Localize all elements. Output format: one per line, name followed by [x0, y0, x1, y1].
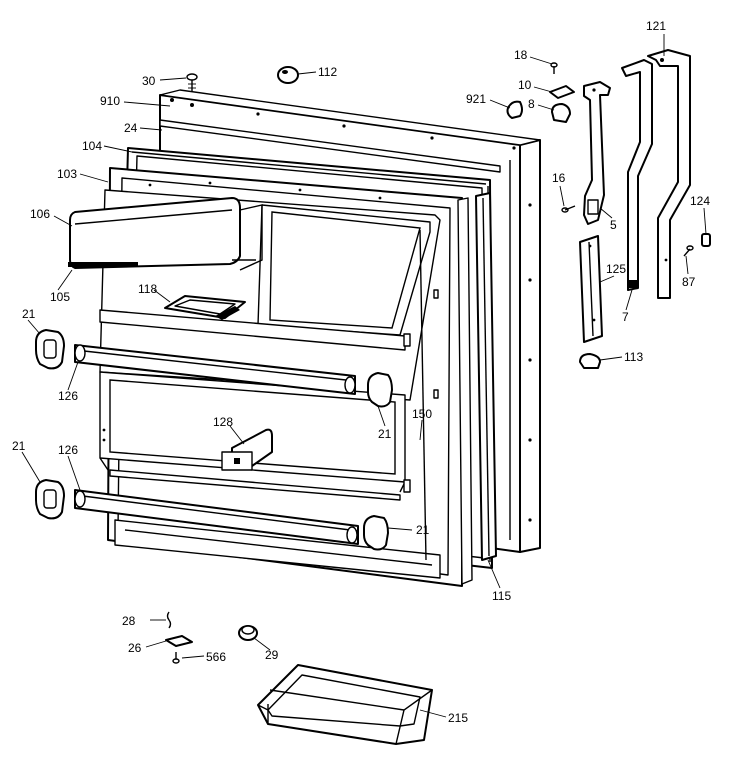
screw-30 — [186, 73, 198, 92]
callout-21-lower-left: 21 — [12, 439, 26, 453]
plug-cap-112 — [277, 66, 299, 84]
dairy-door — [68, 197, 263, 271]
butter-tray — [164, 295, 246, 320]
callout-21-upper-right: 21 — [378, 427, 392, 441]
callout-112: 112 — [318, 65, 337, 79]
callout-910: 910 — [100, 94, 120, 108]
lower-shelf-bar — [74, 489, 359, 545]
callout-106: 106 — [30, 207, 50, 221]
hinge-bracket-5 — [583, 81, 611, 225]
callout-126-lower: 126 — [58, 443, 78, 457]
callout-121: 121 — [646, 19, 666, 33]
bushing-8 — [551, 103, 571, 123]
callout-5: 5 — [610, 218, 617, 232]
callout-128: 128 — [213, 415, 233, 429]
shelf-end-cap-left-upper — [35, 329, 65, 370]
callout-115: 115 — [492, 589, 511, 603]
callout-104: 104 — [82, 139, 102, 153]
screw-18 — [550, 62, 558, 74]
shelf-end-cap-right-lower — [363, 515, 389, 551]
door-side-strip — [457, 192, 497, 585]
callout-921: 921 — [466, 92, 486, 106]
door-bin-215 — [257, 664, 433, 745]
callout-29: 29 — [265, 648, 279, 662]
callout-30: 30 — [142, 74, 156, 88]
bushing-113 — [579, 353, 601, 369]
handle-7 — [621, 59, 653, 291]
callout-566: 566 — [206, 650, 226, 664]
callout-215: 215 — [448, 711, 468, 725]
screw-87 — [683, 245, 694, 257]
callout-21-lower-right: 21 — [416, 523, 430, 537]
shelf-end-cap-left-lower — [35, 479, 65, 520]
upper-shelf-bar — [74, 344, 356, 395]
bin-bracket — [221, 428, 273, 471]
hinge-cover-125 — [579, 235, 603, 343]
callout-125: 125 — [606, 262, 626, 276]
screw-16 — [561, 205, 576, 213]
cap-124 — [701, 233, 711, 247]
screw-566 — [172, 652, 180, 664]
plate-26 — [165, 635, 193, 647]
callout-124: 124 — [690, 194, 710, 208]
callout-24: 24 — [124, 121, 138, 135]
callout-87: 87 — [682, 275, 696, 289]
callout-8: 8 — [528, 97, 535, 111]
hinge-pin-10 — [549, 85, 575, 99]
cap-29 — [238, 625, 258, 641]
callout-labels: 30 112 910 24 104 103 106 105 118 21 126… — [12, 19, 710, 725]
callout-26: 26 — [128, 641, 142, 655]
callout-10: 10 — [518, 78, 532, 92]
callout-150: 150 — [412, 407, 432, 421]
spring-28 — [166, 611, 172, 629]
callout-113: 113 — [624, 350, 643, 364]
callout-105: 105 — [50, 290, 70, 304]
callout-16: 16 — [552, 171, 566, 185]
handle-121 — [647, 49, 691, 299]
shelf-end-cap-right-upper — [367, 372, 393, 408]
callout-21-upper-left: 21 — [22, 307, 36, 321]
callout-7: 7 — [622, 310, 629, 324]
cap-921 — [506, 100, 523, 119]
callout-28: 28 — [122, 614, 136, 628]
callout-126-upper: 126 — [58, 389, 78, 403]
leader-lines — [21, 34, 707, 718]
callout-118: 118 — [138, 282, 157, 296]
liner-top-edge — [159, 119, 501, 173]
callout-103: 103 — [57, 167, 77, 181]
callout-18: 18 — [514, 48, 528, 62]
